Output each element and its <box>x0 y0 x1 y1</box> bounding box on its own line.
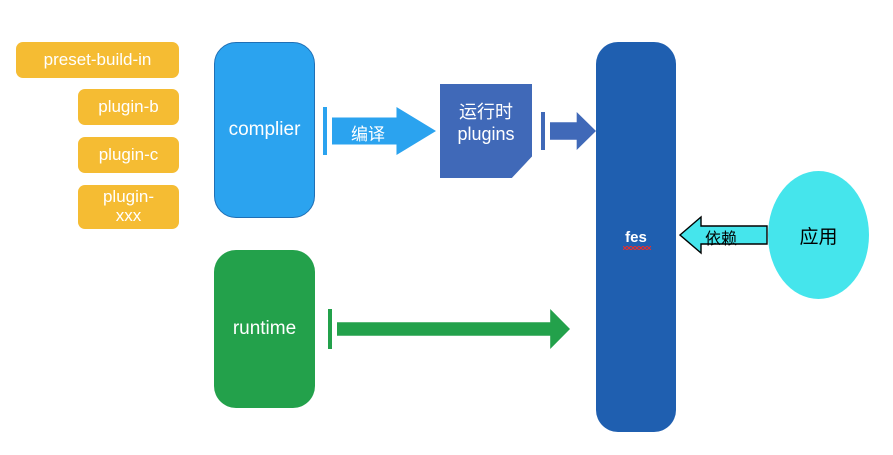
spellcheck-squiggle-icon <box>623 245 651 250</box>
node-app-label: 应用 <box>799 226 838 248</box>
arrow-depend-shape <box>679 215 768 255</box>
node-plugin-xxx[interactable]: plugin- xxx <box>78 185 179 229</box>
arrow-compile-body <box>332 107 436 155</box>
node-fes-label: fes <box>625 228 647 246</box>
node-complier-label: complier <box>228 119 301 140</box>
arrow-plugins-to-fes[interactable] <box>541 112 596 150</box>
arrow-compile[interactable]: 编译 <box>323 107 436 155</box>
node-plugin-b-label: plugin-b <box>98 96 159 116</box>
node-fes[interactable]: fes <box>596 42 676 432</box>
arrow-runtime-to-fes-body <box>337 309 570 349</box>
arrow-runtime-to-fes[interactable] <box>328 309 570 349</box>
node-runtime-plugins-label: 运行时 plugins <box>457 102 515 144</box>
node-runtime-plugins-fold-corner <box>511 156 532 178</box>
arrow-depend[interactable]: 依赖 <box>679 214 768 256</box>
node-runtime-label: runtime <box>232 318 297 339</box>
node-runtime-plugins[interactable]: 运行时 plugins <box>440 84 532 178</box>
node-complier[interactable]: complier <box>214 42 315 218</box>
node-plugin-c-label: plugin-c <box>98 144 159 164</box>
arrow-runtime-to-fes-tail-stripe <box>328 309 332 349</box>
node-plugin-b[interactable]: plugin-b <box>78 89 179 125</box>
arrow-compile-tail-stripe <box>323 107 327 155</box>
node-runtime[interactable]: runtime <box>214 250 315 408</box>
node-app[interactable]: 应用 <box>768 171 869 299</box>
arrow-plugins-to-fes-body <box>550 112 596 150</box>
node-plugin-c[interactable]: plugin-c <box>78 137 179 173</box>
arrow-plugins-to-fes-tail-stripe <box>541 112 545 150</box>
node-preset-build-in[interactable]: preset-build-in <box>16 42 179 78</box>
node-preset-build-in-label: preset-build-in <box>43 49 152 69</box>
node-fes-label-wrapper: fes <box>623 228 651 250</box>
node-plugin-xxx-label: plugin- xxx <box>102 187 155 225</box>
